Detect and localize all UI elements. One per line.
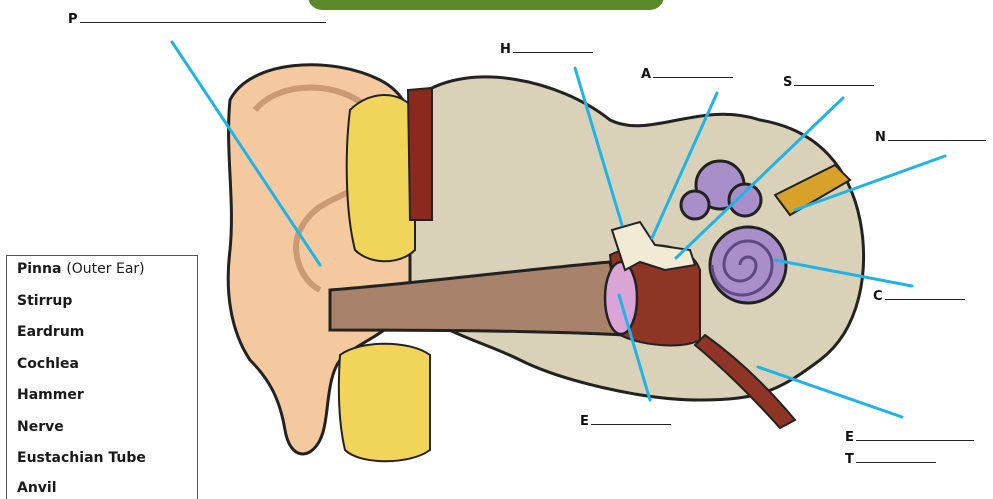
label-h: H	[500, 40, 593, 57]
label-t-blank[interactable]	[856, 450, 936, 463]
label-a-letter: A	[641, 67, 651, 82]
fat-tissue-lower	[339, 344, 430, 462]
word-bank-item: Nerve	[17, 419, 64, 435]
word-bank-word: Cochlea	[17, 356, 79, 372]
word-bank-item: Hammer	[17, 387, 84, 403]
cochlea-shape	[710, 227, 786, 303]
label-n-letter: N	[875, 130, 886, 145]
label-h-letter: H	[500, 42, 511, 57]
label-n-blank[interactable]	[888, 128, 986, 141]
label-p-letter: P	[68, 12, 78, 27]
label-c: C	[873, 287, 965, 304]
word-bank-note: (Outer Ear)	[66, 261, 144, 277]
word-bank-word: Anvil	[17, 480, 57, 496]
label-e1: E	[580, 412, 671, 429]
label-t-letter: T	[845, 452, 854, 467]
fat-tissue-upper	[347, 95, 415, 261]
label-e2-letter: E	[845, 430, 854, 445]
word-bank-word: Hammer	[17, 387, 84, 403]
label-a: A	[641, 65, 733, 82]
word-bank-item: Eustachian Tube	[17, 450, 146, 466]
label-e1-blank[interactable]	[591, 412, 671, 425]
word-bank-word: Nerve	[17, 419, 64, 435]
word-bank-item: Stirrup	[17, 293, 72, 309]
label-e2-blank[interactable]	[856, 428, 974, 441]
label-p: P	[68, 10, 326, 27]
label-c-letter: C	[873, 289, 883, 304]
label-p-blank[interactable]	[80, 10, 326, 23]
label-s-blank[interactable]	[794, 73, 874, 86]
muscle-strip	[408, 88, 432, 220]
label-h-blank[interactable]	[513, 40, 593, 53]
word-bank-word: Eardrum	[17, 324, 84, 340]
word-bank-item: Eardrum	[17, 324, 84, 340]
label-a-blank[interactable]	[653, 65, 733, 78]
label-e1-letter: E	[580, 414, 589, 429]
word-bank-word: Pinna	[17, 261, 61, 277]
word-bank-item: Cochlea	[17, 356, 79, 372]
label-e2: E	[845, 428, 974, 445]
word-bank-word: Eustachian Tube	[17, 450, 146, 466]
word-bank-item: Pinna (Outer Ear)	[17, 261, 145, 277]
label-c-blank[interactable]	[885, 287, 965, 300]
word-bank-word: Stirrup	[17, 293, 72, 309]
word-bank-item: Anvil	[17, 480, 57, 496]
label-t: T	[845, 450, 936, 467]
label-s-letter: S	[783, 75, 792, 90]
label-s: S	[783, 73, 874, 90]
label-n: N	[875, 128, 986, 145]
word-bank: Pinna (Outer Ear) Stirrup Eardrum Cochle…	[6, 255, 198, 499]
